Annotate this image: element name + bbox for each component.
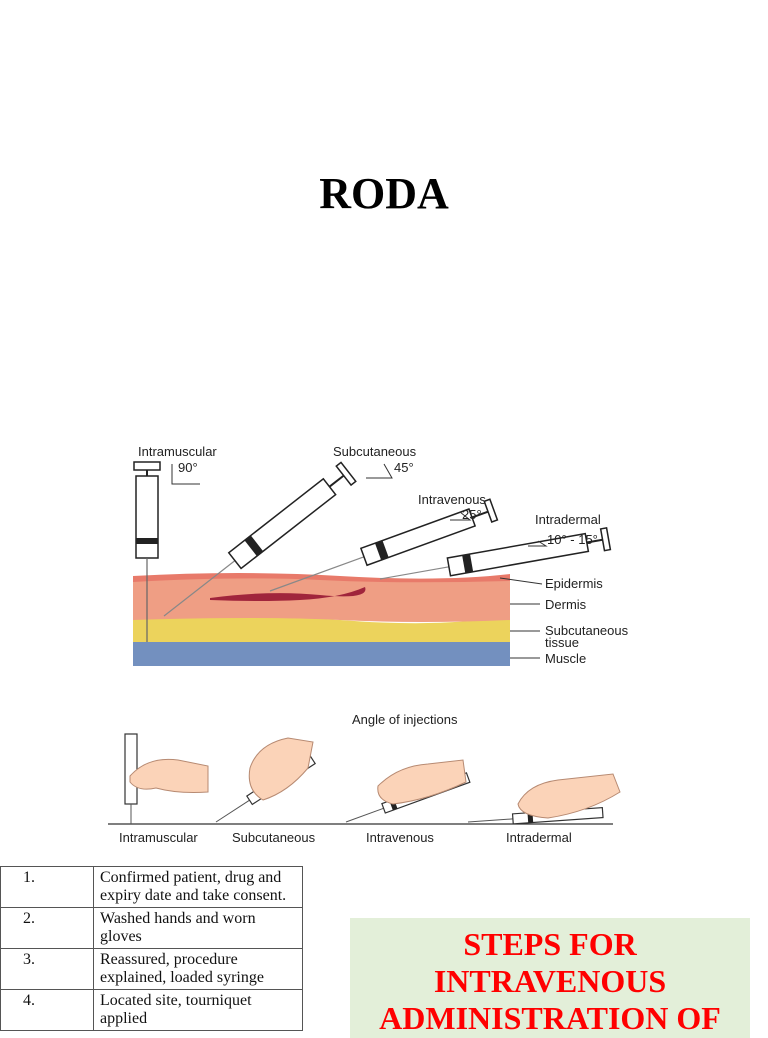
dermis-layer [133,576,510,622]
step-number: 2. [0,907,94,949]
label-subcutaneous-angle: 45° [394,460,414,475]
subcutaneous-layer [133,615,510,642]
step-number: 3. [0,948,94,990]
steps-callout: STEPS FOR INTRAVENOUS ADMINISTRATION OF [350,918,750,1038]
muscle-layer [133,640,510,666]
label-subcutaneous-tissue-1: Subcutaneous [545,623,629,638]
step-text: Confirmed patient, drug and expiry date … [93,866,303,908]
label-intramuscular-angle: 90° [178,460,198,475]
label-intradermal-angle: 10° - 15° [547,532,598,547]
label-epidermis: Epidermis [545,576,603,591]
table-row: 3. Reassured, procedure explained, loade… [0,948,303,990]
label-dermis: Dermis [545,597,587,612]
label-intramuscular: Intramuscular [138,444,217,459]
step-text: Washed hands and worn gloves [93,907,303,949]
callout-line-1: STEPS FOR [463,926,637,962]
angle-label-subcutaneous: Subcutaneous [232,830,316,845]
table-row: 1. Confirmed patient, drug and expiry da… [0,866,303,908]
epidermis-layer [133,573,510,583]
label-intravenous: Intravenous [418,492,486,507]
hand-intradermal [467,773,621,825]
table-row: 4. Located site, tourniquet applied [0,989,303,1031]
steps-table: 1. Confirmed patient, drug and expiry da… [0,866,303,1031]
label-intradermal: Intradermal [535,512,601,527]
injection-layers-diagram: Intramuscular 90° Subcutaneous 45° Intra… [133,444,629,666]
label-subcutaneous: Subcutaneous [333,444,417,459]
angle-of-injections-diagram: Angle of injections Intramuscular [108,712,621,845]
callout-line-3: ADMINISTRATION OF [379,1000,721,1036]
angle-figure-title: Angle of injections [352,712,458,727]
angle-label-intradermal: Intradermal [506,830,572,845]
step-text: Located site, tourniquet applied [93,989,303,1031]
callout-line-2: INTRAVENOUS [433,963,667,999]
page-title: RODA [319,169,449,218]
hand-intravenous [345,759,471,823]
intravenous-syringe [269,498,499,592]
intramuscular-syringe [133,461,161,642]
subcutaneous-syringe [163,461,357,617]
intradermal-syringe [379,527,612,580]
label-muscle: Muscle [545,651,586,666]
step-number: 1. [0,866,94,908]
label-subcutaneous-tissue-2: tissue [545,635,579,650]
angle-label-intravenous: Intravenous [366,830,434,845]
step-number: 4. [0,989,94,1031]
table-row: 2. Washed hands and worn gloves [0,907,303,949]
hand-subcutaneous [215,737,317,823]
vein [210,587,366,601]
step-text: Reassured, procedure explained, loaded s… [93,948,303,990]
label-intravenous-angle: 25° [462,507,482,522]
angle-label-intramuscular: Intramuscular [119,830,198,845]
hand-intramuscular [124,733,209,824]
